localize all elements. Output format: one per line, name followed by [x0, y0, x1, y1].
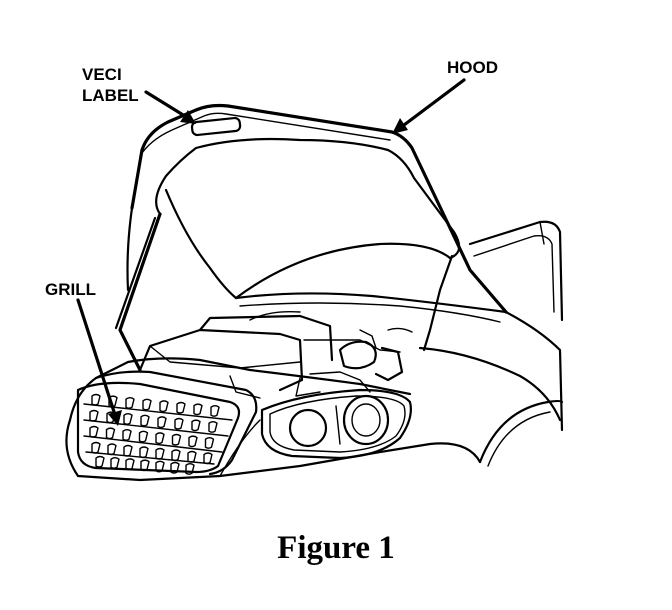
grill-slot [91, 393, 101, 406]
grill-slot [122, 429, 132, 441]
grill-slot [142, 398, 152, 411]
veci-label-text-line2: LABEL [82, 86, 139, 105]
grill-slot [155, 432, 165, 445]
grill [76, 381, 241, 475]
engine-bay [138, 310, 413, 399]
grill-slot [107, 443, 117, 456]
grill-slot [187, 450, 197, 463]
grill-slot [203, 452, 213, 465]
hood-panel [126, 103, 508, 314]
veci-label-text-line1: VECI [82, 65, 122, 84]
grill-slot [171, 449, 181, 462]
grill-slot [185, 463, 195, 475]
grill-slot [89, 425, 99, 438]
grill-slot [139, 446, 149, 459]
grill-slot [170, 461, 180, 474]
grill-slot [105, 427, 116, 440]
grill-slot [204, 437, 215, 449]
grill-slot [157, 416, 167, 429]
hood-prop-rod [114, 212, 162, 372]
grill-slot [176, 401, 186, 414]
grill-slot [106, 411, 116, 424]
grill-slot [210, 405, 220, 417]
car-body [65, 220, 564, 482]
figure-caption: Figure 1 [277, 530, 395, 566]
grill-slot [125, 397, 135, 409]
grill-slot [155, 447, 165, 460]
headlight [288, 394, 390, 448]
grill-arrow [76, 298, 122, 426]
grill-slot [140, 459, 150, 472]
grill-slot [138, 430, 149, 443]
grill-slot [191, 419, 201, 432]
grill-label: GRILL [45, 280, 96, 299]
grill-slot [193, 403, 203, 416]
grill-slot [95, 455, 105, 468]
grill-slot [91, 441, 101, 454]
veci-label-sticker [190, 116, 242, 137]
grill-slot [108, 395, 118, 408]
grill-slot [110, 457, 120, 469]
grill-slot [159, 400, 169, 413]
hood-label: HOOD [447, 58, 498, 77]
grill-slot [188, 435, 198, 448]
grill-slot [174, 417, 184, 430]
grill-slot [123, 444, 133, 457]
veci-label-arrow [144, 90, 196, 124]
grill-slot [125, 458, 135, 471]
hood-arrow [392, 78, 466, 134]
grill-slot [155, 460, 165, 473]
grill-slot [123, 413, 133, 425]
grill-slot [89, 409, 99, 422]
grill-slot [208, 421, 218, 433]
grill-slot [140, 414, 150, 427]
grill-slot [171, 433, 182, 446]
